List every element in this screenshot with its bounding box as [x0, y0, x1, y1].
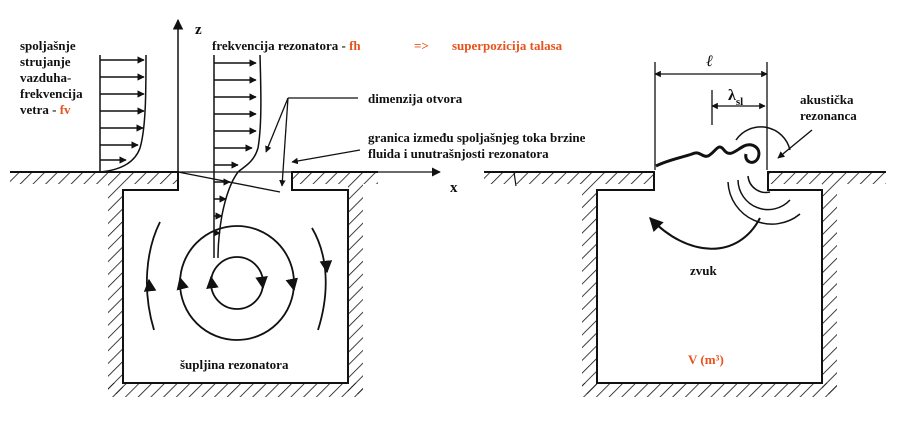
- wind-profile: [99, 54, 147, 173]
- cavity-floor-hatch-2: [582, 383, 837, 397]
- wind-label-line-3: vazduha-: [20, 70, 71, 85]
- acoustic-label-line-2: rezonanca: [800, 108, 857, 123]
- wavelength-subscript: sl: [736, 96, 743, 108]
- length-symbol: ℓ: [706, 53, 713, 70]
- cavity-wall-hatch-left: [108, 184, 123, 394]
- acoustic-label-line-1: akustička: [800, 92, 854, 107]
- left-resonator: z x: [10, 18, 586, 397]
- implies-arrow: =>: [414, 38, 429, 53]
- wind-label-line-2: strujanje: [20, 54, 71, 69]
- ground-hatch-left-2: [484, 172, 654, 184]
- ground-hatch-right-2: [768, 172, 886, 184]
- sound-label: zvuk: [690, 263, 718, 278]
- tick-mark: [513, 171, 517, 187]
- right-resonator: ℓ λsl akustička rezonanca zvuk V (m³): [484, 53, 886, 397]
- wind-frequency-symbol: fv: [60, 102, 71, 117]
- cavity-outline-2: [484, 171, 886, 384]
- ground-hatch-left: [10, 172, 178, 184]
- cavity-outline: [10, 171, 378, 384]
- cavity-wall-hatch-right-2: [822, 184, 837, 394]
- resonator-profile: [213, 54, 262, 259]
- z-axis-label: z: [195, 22, 202, 38]
- cavity-wall-hatch-right: [348, 184, 363, 394]
- length-dimension: [654, 62, 768, 170]
- wind-label: spoljašnje strujanje vazduha- frekvencij…: [20, 38, 83, 117]
- opening-leader: [265, 97, 358, 187]
- vortex-flow: [143, 221, 333, 341]
- wind-label-line-1: spoljašnje: [20, 38, 76, 53]
- resonance-leader: [777, 129, 813, 159]
- cavity-wall-hatch-left-2: [582, 184, 597, 394]
- boundary-leader: [291, 149, 361, 165]
- opening-dimension-label: dimenzija otvora: [368, 91, 463, 106]
- wind-label-line-4: frekvencija: [20, 86, 83, 101]
- resonator-frequency-label: frekvencija rezonatora - fh: [212, 38, 361, 53]
- resonance-arcs: [727, 126, 801, 225]
- wind-label-line-5: vetra - fv: [20, 102, 71, 117]
- cavity-floor-hatch: [108, 383, 363, 397]
- boundary-label-line-1: granica između spoljašnjeg toka brzine: [368, 130, 586, 145]
- resonator-frequency-symbol: fh: [349, 38, 361, 53]
- boundary-line: [177, 171, 281, 193]
- volume-label: V (m³): [688, 352, 724, 367]
- cavity-label: šupljina rezonatora: [180, 357, 289, 372]
- superposition-label: superpozicija talasa: [452, 38, 563, 53]
- boundary-label-line-2: fluida i unutrašnjosti rezonatora: [368, 146, 549, 161]
- wavy-flow: [655, 143, 761, 168]
- ground-hatch-right: [292, 172, 378, 184]
- wavelength-symbol: λsl: [728, 87, 743, 108]
- x-axis-label: x: [450, 180, 458, 196]
- sound-arrow: [649, 216, 761, 250]
